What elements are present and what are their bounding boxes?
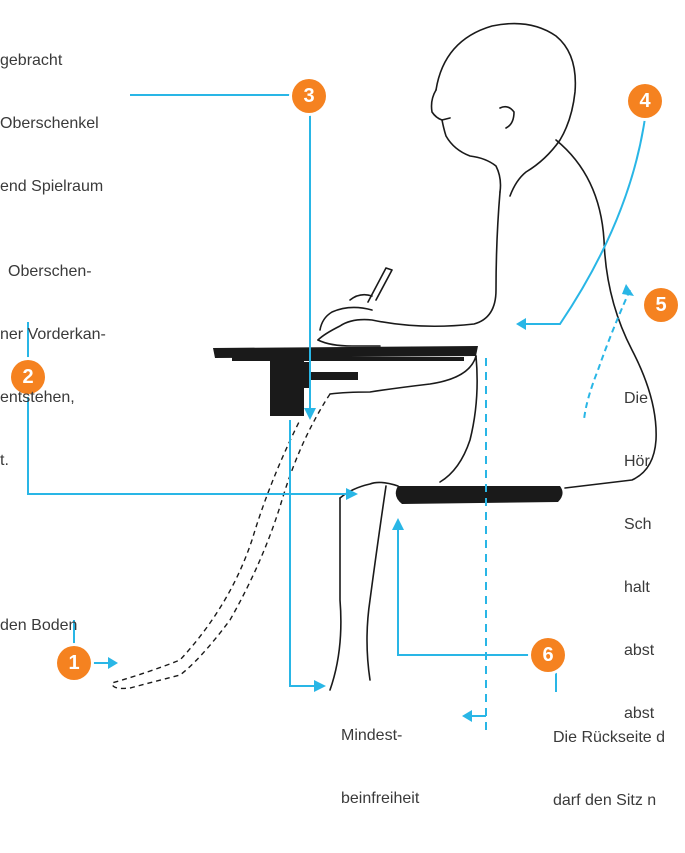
callout-1-line: den Boden (0, 615, 77, 636)
legroom-line: Mindest- (341, 725, 419, 746)
callout-badge-4: 4 (628, 84, 662, 118)
callout-text-6: Die Rückseite d darf den Sitz n (553, 685, 665, 853)
chair-seat-icon (396, 486, 563, 504)
legroom-label: Mindest- beinfreiheit (341, 683, 419, 851)
ergonomic-sitting-diagram: 1 2 3 4 5 6 gebracht Oberschenkel end Sp… (0, 0, 685, 730)
callout-text-2: Oberschen- ner Vorderkan- entstehen, t. (8, 219, 106, 513)
callout-2-line: t. (0, 450, 106, 471)
legroom-line: beinfreiheit (341, 788, 419, 809)
callout-badge-5: 5 (644, 288, 678, 322)
callout-badge-3: 3 (292, 79, 326, 113)
callout-5-line: halt (624, 577, 654, 598)
callout-5-line: Hör (624, 451, 654, 472)
callout-2-line: ner Vorderkan- (0, 324, 106, 345)
dashed-leg-outline (112, 394, 330, 688)
callout-text-1: den Boden (0, 573, 77, 678)
callout-6-line: Die Rückseite d (553, 727, 665, 748)
callout-2-line: Oberschen- (8, 261, 106, 282)
callout-5-line: Sch (624, 514, 654, 535)
callout-5-line: abst (624, 640, 654, 661)
callout-badge-6: 6 (531, 638, 565, 672)
callout-5-line: Die (624, 388, 654, 409)
leader-lines (28, 95, 645, 730)
callout-3-line: end Spielraum (0, 176, 103, 197)
callout-2-line: entstehen, (0, 387, 106, 408)
callout-6-line: darf den Sitz n (553, 790, 665, 811)
desk-icon (213, 346, 478, 416)
callout-3-line: gebracht (0, 50, 103, 71)
callout-3-line: Oberschenkel (0, 113, 103, 134)
callout-text-3: gebracht Oberschenkel end Spielraum (0, 8, 103, 239)
